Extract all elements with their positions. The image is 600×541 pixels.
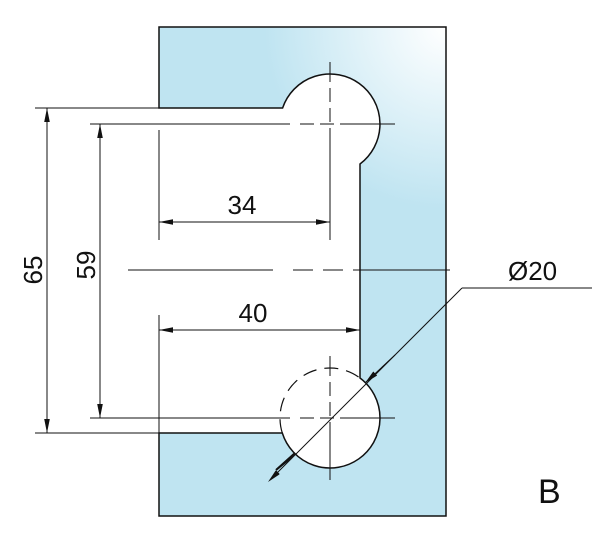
dim-label-40: 40 [239, 298, 268, 328]
diameter-leader [269, 287, 463, 481]
diameter-arrow-top [364, 354, 396, 384]
dim-label-59: 59 [71, 251, 101, 280]
glass-panel [158, 26, 447, 517]
hidden-hole-arc [279, 367, 361, 434]
dim-label-65: 65 [18, 256, 48, 285]
diameter-label: Ø20 [508, 256, 557, 286]
dim-label-34: 34 [228, 190, 257, 220]
view-label: B [538, 473, 561, 511]
diameter-arrowhead-bottom [275, 452, 296, 471]
